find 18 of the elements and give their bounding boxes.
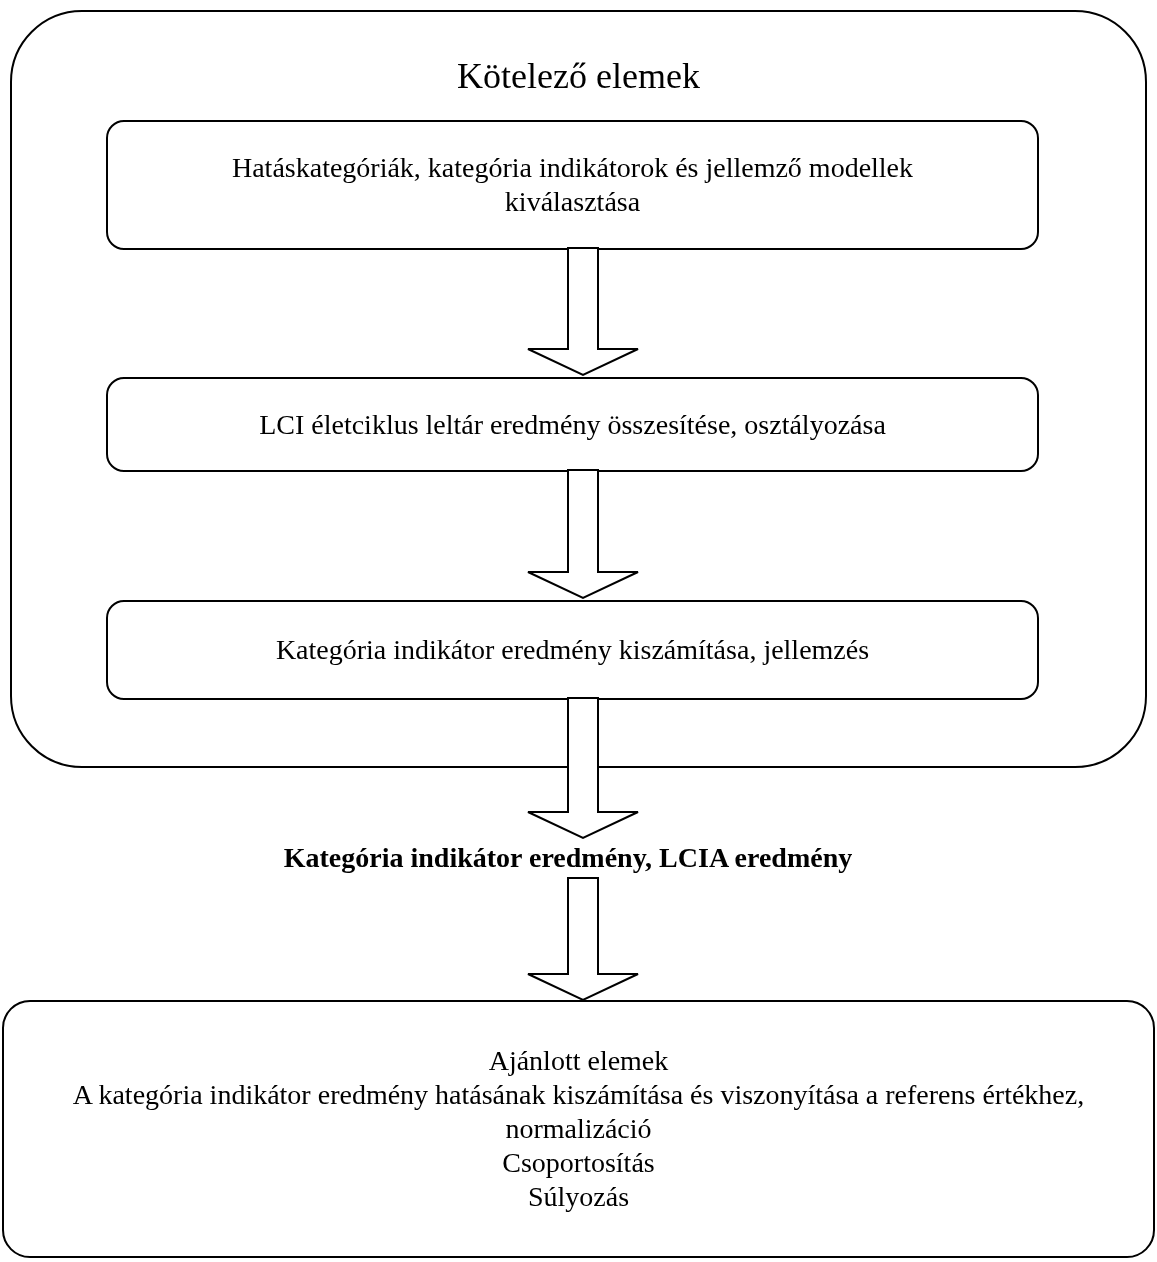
result-text: Kategória indikátor eredmény, LCIA eredmény xyxy=(180,838,956,878)
block-arrow xyxy=(527,247,639,377)
box-text: LCI életciklus leltár eredmény összesítése, osztályozása xyxy=(259,407,886,442)
block-arrow xyxy=(527,697,639,840)
group-heading: Kötelező elemek xyxy=(456,55,701,98)
box-text: A kategória indikátor eredmény hatásának kiszámítása és viszonyítása a referens értékhez, normalizáció xyxy=(71,1078,1086,1146)
block-arrow xyxy=(527,877,639,1002)
process-box xyxy=(2,1000,1155,1258)
box-text: Hatáskategóriák, kategória indikátorok és jellemző modellek kiválasztása xyxy=(230,151,915,219)
box-heading: Ajánlott elemek xyxy=(488,1044,669,1078)
group-frame xyxy=(10,10,1147,768)
box-text: Súlyozás xyxy=(527,1180,630,1214)
process-box xyxy=(106,600,1039,700)
box-text: Kategória indikátor eredmény kiszámítása, jellemzés xyxy=(275,633,870,667)
process-box xyxy=(106,120,1039,250)
box-text: Csoportosítás xyxy=(502,1146,655,1180)
block-arrow xyxy=(527,469,639,600)
process-box xyxy=(106,377,1039,472)
